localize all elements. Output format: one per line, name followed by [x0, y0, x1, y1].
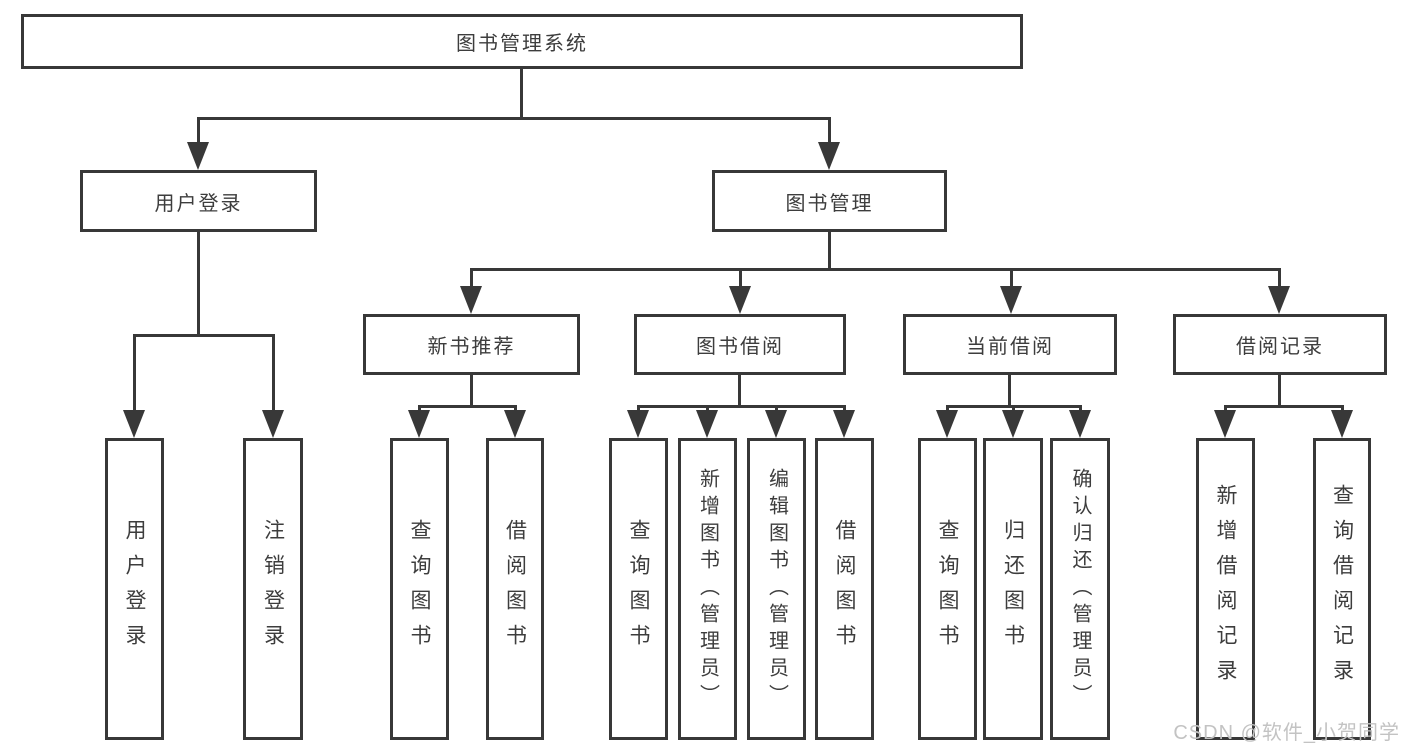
- connector-hline: [133, 334, 275, 337]
- connector-vline: [828, 117, 831, 144]
- node-label: 图书管理系统: [456, 33, 588, 55]
- connector-vline: [197, 117, 200, 144]
- arrowhead-down-icon: [833, 410, 855, 438]
- leaf-label: 借阅图书: [503, 519, 527, 659]
- leaf-query-books-recommend: 查询图书: [390, 438, 449, 740]
- leaf-add-book-admin: 新增图书（管理员）: [678, 438, 737, 740]
- leaf-confirm-return-admin: 确认归还（管理员）: [1050, 438, 1110, 740]
- leaf-label: 借阅图书: [833, 519, 857, 659]
- leaf-label: 查询借阅记录: [1330, 484, 1354, 694]
- arrowhead-down-icon: [1331, 410, 1353, 438]
- node-borrowing-records: 借阅记录: [1173, 314, 1387, 375]
- arrowhead-down-icon: [696, 410, 718, 438]
- leaf-label: 确认归还（管理员）: [1069, 467, 1091, 711]
- connector-vline: [272, 334, 275, 412]
- leaf-label: 新增借阅记录: [1214, 484, 1238, 694]
- leaf-query-books-borrowing: 查询图书: [609, 438, 668, 740]
- connector-vline: [739, 268, 742, 288]
- leaf-label: 注销登录: [261, 519, 285, 659]
- arrowhead-down-icon: [1069, 410, 1091, 438]
- leaf-edit-book-admin: 编辑图书（管理员）: [747, 438, 806, 740]
- arrowhead-down-icon: [729, 286, 751, 314]
- node-label: 借阅记录: [1236, 336, 1324, 358]
- arrowhead-down-icon: [262, 410, 284, 438]
- leaf-label: 编辑图书（管理员）: [765, 467, 788, 711]
- node-new-book-recommend: 新书推荐: [363, 314, 580, 375]
- leaf-label: 新增图书（管理员）: [696, 467, 719, 711]
- connector-vline: [706, 405, 709, 412]
- connector-vline: [1012, 405, 1015, 412]
- connector-vline: [1278, 375, 1281, 407]
- connector-vline: [470, 375, 473, 407]
- node-user-login: 用户登录: [80, 170, 317, 232]
- node-label: 新书推荐: [427, 336, 516, 358]
- node-book-management: 图书管理: [712, 170, 947, 232]
- connector-vline: [133, 334, 136, 412]
- connector-vline: [418, 405, 421, 412]
- csdn-watermark: CSDN @软件_小贺同学: [1173, 722, 1400, 744]
- leaf-label: 查询图书: [408, 519, 432, 659]
- connector-vline: [1341, 405, 1344, 412]
- connector-hline: [470, 268, 1281, 271]
- arrowhead-down-icon: [765, 410, 787, 438]
- connector-hline: [418, 405, 517, 408]
- leaf-add-borrow-record: 新增借阅记录: [1196, 438, 1255, 740]
- leaf-label: 归还图书: [1001, 519, 1025, 659]
- connector-vline: [828, 232, 831, 270]
- connector-hline: [197, 117, 830, 120]
- arrowhead-down-icon: [504, 410, 526, 438]
- arrowhead-down-icon: [627, 410, 649, 438]
- arrowhead-down-icon: [818, 142, 840, 170]
- connector-vline: [843, 405, 846, 412]
- arrowhead-down-icon: [460, 286, 482, 314]
- leaf-label: 查询图书: [627, 519, 651, 659]
- leaf-borrow-books: 借阅图书: [815, 438, 874, 740]
- connector-vline: [197, 232, 200, 337]
- node-label: 用户登录: [154, 192, 243, 215]
- connector-vline: [520, 69, 523, 119]
- leaf-label: 用户登录: [123, 519, 147, 659]
- connector-hline: [637, 405, 846, 408]
- node-label: 当前借阅: [966, 336, 1054, 358]
- arrowhead-down-icon: [408, 410, 430, 438]
- leaf-user-login: 用户登录: [105, 438, 164, 740]
- leaf-borrow-books-recommend: 借阅图书: [486, 438, 544, 740]
- node-label: 图书管理: [785, 192, 874, 215]
- node-label: 图书借阅: [696, 336, 784, 358]
- arrowhead-down-icon: [1268, 286, 1290, 314]
- arrowhead-down-icon: [936, 410, 958, 438]
- node-book-borrowing: 图书借阅: [634, 314, 846, 375]
- leaf-logout: 注销登录: [243, 438, 303, 740]
- connector-vline: [637, 405, 640, 412]
- arrowhead-down-icon: [1000, 286, 1022, 314]
- node-current-borrowing: 当前借阅: [903, 314, 1117, 375]
- arrowhead-down-icon: [187, 142, 209, 170]
- connector-vline: [738, 375, 741, 407]
- connector-vline: [1079, 405, 1082, 412]
- connector-vline: [514, 405, 517, 412]
- connector-vline: [1224, 405, 1227, 412]
- connector-vline: [1008, 375, 1011, 407]
- arrowhead-down-icon: [1002, 410, 1024, 438]
- leaf-query-borrow-record: 查询借阅记录: [1313, 438, 1371, 740]
- connector-vline: [775, 405, 778, 412]
- connector-vline: [946, 405, 949, 412]
- leaf-return-book: 归还图书: [983, 438, 1043, 740]
- leaf-query-books-current: 查询图书: [918, 438, 977, 740]
- arrowhead-down-icon: [1214, 410, 1236, 438]
- connector-vline: [1278, 268, 1281, 288]
- node-library-management-system: 图书管理系统: [21, 14, 1023, 69]
- leaf-label: 查询图书: [936, 519, 960, 659]
- connector-vline: [470, 268, 473, 288]
- connector-hline: [1224, 405, 1344, 408]
- arrowhead-down-icon: [123, 410, 145, 438]
- connector-vline: [1010, 268, 1013, 288]
